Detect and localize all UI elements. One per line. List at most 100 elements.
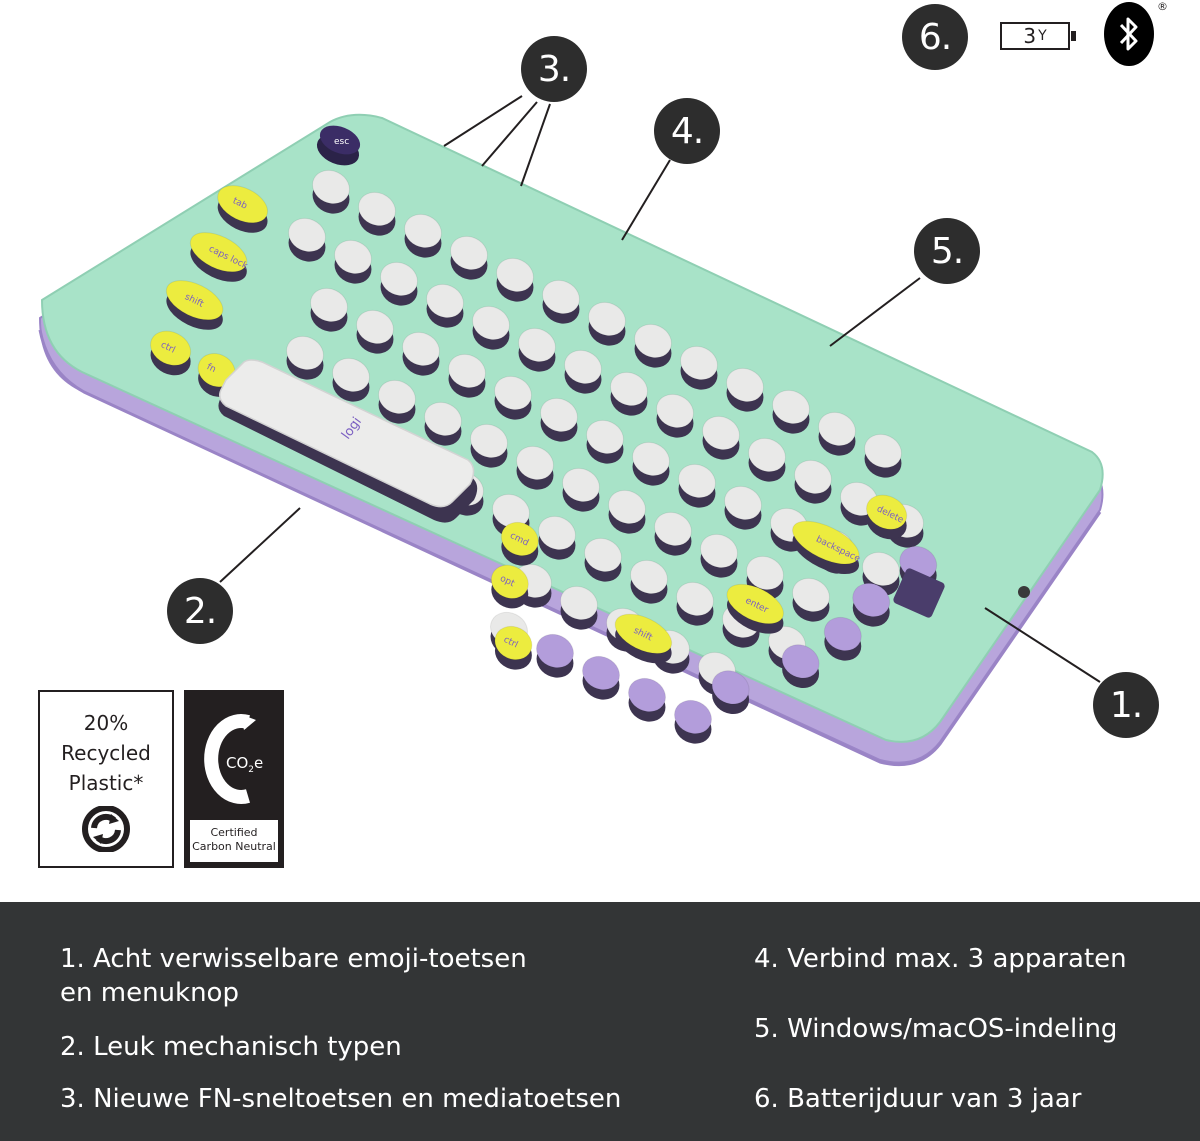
key xyxy=(772,389,810,434)
emoji-key xyxy=(823,616,862,661)
delete-key: delete xyxy=(866,494,908,540)
key xyxy=(312,169,350,214)
right-ctrl-key: ctrl xyxy=(494,625,533,670)
carbon-neutral-caption: Certified Carbon Neutral xyxy=(190,820,278,862)
key xyxy=(450,235,488,280)
modifier-key: tab xyxy=(217,185,269,233)
key xyxy=(676,581,714,626)
key xyxy=(536,633,574,678)
carbon-neutral-badge: CO2e Certified Carbon Neutral xyxy=(184,690,284,868)
carbon-neutral-text: Carbon Neutral xyxy=(192,840,276,853)
key xyxy=(496,257,534,302)
key xyxy=(630,559,668,604)
feature-1-line-2: en menuknop xyxy=(60,978,239,1008)
key xyxy=(562,467,600,512)
right-shift-key: shift xyxy=(614,613,673,664)
key xyxy=(560,585,598,630)
key xyxy=(678,463,716,508)
usb-port xyxy=(1018,586,1030,598)
space-bar: logi xyxy=(218,359,478,523)
key xyxy=(608,489,646,534)
key xyxy=(632,441,670,486)
key xyxy=(792,577,830,622)
key xyxy=(864,433,902,478)
emoji-key xyxy=(711,670,750,715)
battery-years-unit: Y xyxy=(1038,28,1047,44)
recycled-word: Recycled xyxy=(61,741,151,765)
key xyxy=(424,401,462,446)
feature-1: 1. Acht verwisselbare emoji-toetsen en m… xyxy=(60,942,527,1010)
recycle-icon xyxy=(82,806,130,852)
key xyxy=(588,301,626,346)
plastic-word: Plastic* xyxy=(68,771,144,795)
key xyxy=(516,445,554,490)
registered-mark: ® xyxy=(1157,0,1168,13)
carbon-c-icon xyxy=(204,714,256,804)
key xyxy=(402,331,440,376)
menu-key xyxy=(893,568,945,618)
modifier-key: caps lock xyxy=(189,232,250,282)
key xyxy=(586,419,624,464)
certified-text: Certified xyxy=(210,826,258,839)
key xyxy=(656,393,694,438)
feature-5: 5. Windows/macOS-indeling xyxy=(754,1014,1118,1044)
key xyxy=(654,511,692,556)
key xyxy=(448,353,486,398)
feature-2: 2. Leuk mechanisch typen xyxy=(60,1032,402,1062)
modifier-key: shift xyxy=(165,280,224,330)
key xyxy=(702,415,740,460)
esc-legend: esc xyxy=(334,137,349,147)
key xyxy=(680,345,718,390)
key xyxy=(582,655,620,700)
key xyxy=(286,335,324,380)
key xyxy=(674,699,712,744)
key xyxy=(332,357,370,402)
callout-6: 6. xyxy=(902,4,968,70)
key xyxy=(542,279,580,324)
battery-years-number: 3 xyxy=(1023,24,1037,48)
key xyxy=(724,485,762,530)
feature-1-line-1: 1. Acht verwisselbare emoji-toetsen xyxy=(60,944,527,974)
key xyxy=(634,323,672,368)
callout-3: 3. xyxy=(521,36,587,102)
key xyxy=(794,459,832,504)
callout-2: 2. xyxy=(167,578,233,644)
esc-key: esc xyxy=(316,125,361,166)
modifier-key-legend: fn xyxy=(205,362,217,375)
key xyxy=(472,305,510,350)
recycled-percent: 20% xyxy=(83,711,129,735)
key xyxy=(334,239,372,284)
key xyxy=(358,191,396,236)
callout-4: 4. xyxy=(654,98,720,164)
key xyxy=(610,371,648,416)
right-cmd-key: cmd xyxy=(500,521,539,566)
right-opt-key: opt xyxy=(490,564,529,609)
key xyxy=(584,537,622,582)
key xyxy=(288,217,326,262)
key xyxy=(470,423,508,468)
key xyxy=(378,379,416,424)
key xyxy=(518,327,556,372)
key xyxy=(356,309,394,354)
feature-4: 4. Verbind max. 3 apparaten xyxy=(754,944,1127,974)
co2e-label: CO2e xyxy=(226,754,264,775)
key xyxy=(748,437,786,482)
recycled-plastic-badge: 20% Recycled Plastic* xyxy=(38,690,174,868)
key xyxy=(628,677,666,722)
feature-3: 3. Nieuwe FN-sneltoetsen en mediatoetsen xyxy=(60,1084,622,1114)
callout-leaders xyxy=(219,95,1101,683)
features-panel: 1. Acht verwisselbare emoji-toetsen en m… xyxy=(0,902,1200,1141)
callout-5: 5. xyxy=(914,218,980,284)
key xyxy=(726,367,764,412)
key xyxy=(404,213,442,258)
key xyxy=(310,287,348,332)
key xyxy=(380,261,418,306)
modifier-key: ctrl xyxy=(150,330,192,376)
bluetooth-icon xyxy=(1104,2,1154,66)
emoji-key xyxy=(852,582,891,627)
enter-key: enter xyxy=(726,583,784,634)
